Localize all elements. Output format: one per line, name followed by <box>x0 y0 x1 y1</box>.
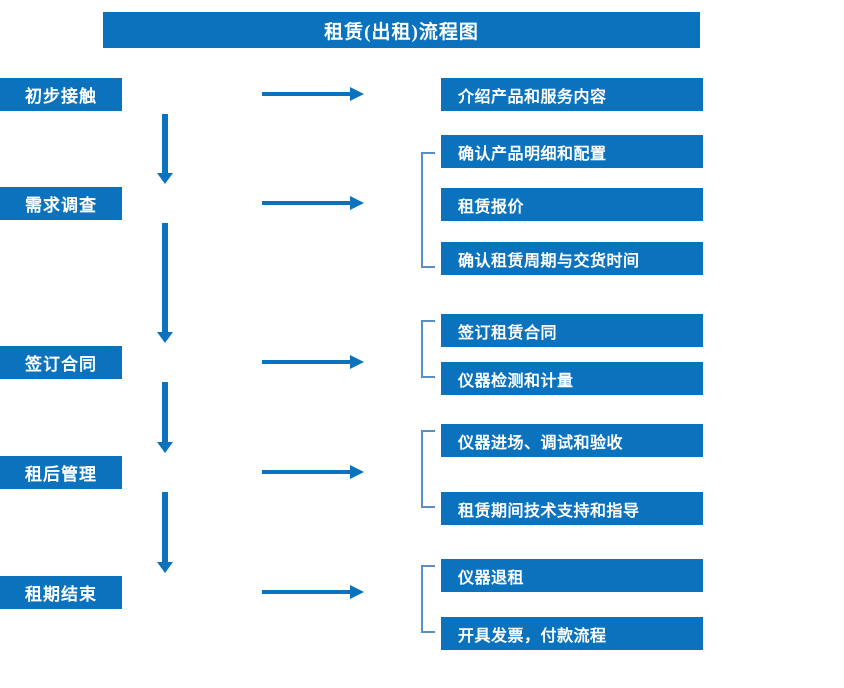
group-bracket-zuqi <box>421 565 437 633</box>
detail-box-yiqi-jiance[interactable]: 仪器检测和计量 <box>441 362 703 395</box>
stage-box-chubu-jiechu[interactable]: 初步接触 <box>0 78 122 111</box>
detail-box-queren-zhouqi[interactable]: 确认租赁周期与交货时间 <box>441 242 703 275</box>
right-arrow-chubu <box>262 87 364 101</box>
diagram-title: 租赁(出租)流程图 <box>103 12 700 48</box>
detail-box-queren-mingxi[interactable]: 确认产品明细和配置 <box>441 135 703 168</box>
detail-box-qianding-hetong[interactable]: 签订租赁合同 <box>441 314 703 347</box>
detail-box-jieshao-chanpin[interactable]: 介绍产品和服务内容 <box>441 78 703 111</box>
stage-box-qianding-hetong[interactable]: 签订合同 <box>0 346 122 379</box>
down-arrow-chubu-to-xuqiu <box>157 114 173 184</box>
detail-box-zulin-baojia[interactable]: 租赁报价 <box>441 188 703 221</box>
group-bracket-xuqiu <box>421 152 437 268</box>
stage-box-xuqiu-diaocha[interactable]: 需求调查 <box>0 187 122 220</box>
detail-box-yiqi-tuizu[interactable]: 仪器退租 <box>441 559 703 592</box>
stage-box-zuqi-jieshu[interactable]: 租期结束 <box>0 576 122 609</box>
stage-box-zuhou-guanli[interactable]: 租后管理 <box>0 456 122 489</box>
detail-box-jishu-zhichi[interactable]: 租赁期间技术支持和指导 <box>441 492 703 525</box>
down-arrow-qianding-to-zuhou <box>157 382 173 453</box>
right-arrow-zuqi <box>262 585 364 599</box>
right-arrow-xuqiu <box>262 196 364 210</box>
right-arrow-qianding <box>262 355 364 369</box>
group-bracket-zuhou <box>421 430 437 508</box>
down-arrow-xuqiu-to-qianding <box>157 223 173 343</box>
group-bracket-qianding <box>421 320 437 378</box>
detail-box-kaiju-fapiao[interactable]: 开具发票，付款流程 <box>441 617 703 650</box>
detail-box-yiqi-jinchang[interactable]: 仪器进场、调试和验收 <box>441 424 703 457</box>
right-arrow-zuhou <box>262 465 364 479</box>
down-arrow-zuhou-to-zuqi <box>157 492 173 573</box>
